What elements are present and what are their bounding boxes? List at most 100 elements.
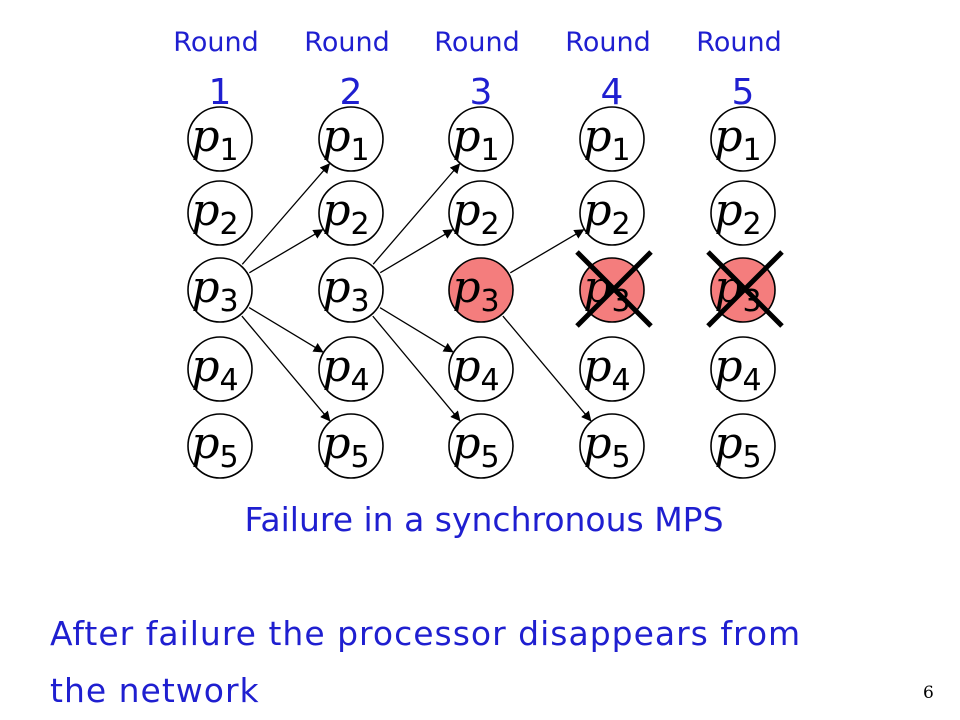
node-label: p2 [322, 185, 369, 242]
node-p3-round-3: p3 [448, 257, 514, 323]
round-label-3: Round [434, 27, 519, 58]
message-arrow-r3-p3-to-p5 [502, 315, 592, 422]
node-label: p4 [714, 341, 761, 398]
message-arrow-r2-p3-to-p5 [372, 315, 461, 422]
round-label-2: Round [304, 27, 389, 58]
node-p4-round-3: p4 [448, 336, 514, 402]
round-number-2: 2 [340, 72, 363, 113]
node-label: p3 [191, 262, 238, 319]
node-p4-round-2: p4 [318, 336, 384, 402]
node-p1-round-1: p1 [187, 106, 253, 172]
node-label: p2 [714, 185, 761, 242]
node-p4-round-5: p4 [710, 336, 776, 402]
node-label: p1 [322, 111, 369, 168]
node-p2-round-3: p2 [448, 180, 514, 246]
page-number: 6 [923, 683, 934, 703]
node-circle [579, 336, 645, 402]
node-label: p2 [191, 185, 238, 242]
node-p2-round-4: p2 [579, 180, 645, 246]
node-label: p4 [322, 341, 369, 398]
message-arrows [241, 163, 592, 422]
node-circle [187, 257, 253, 323]
node-label: p2 [452, 185, 499, 242]
node-circle [448, 336, 514, 402]
node-circle [448, 257, 514, 323]
node-circle [579, 413, 645, 479]
node-circle [710, 106, 776, 172]
node-circle [448, 180, 514, 246]
failure-cross-round-4 [575, 250, 653, 328]
node-circle [187, 106, 253, 172]
node-circle [448, 106, 514, 172]
round-headers: Round 1 Round 2 Round 3 Round 4 Round 5 [173, 27, 781, 113]
node-circle [448, 413, 514, 479]
node-label: p5 [452, 418, 499, 475]
message-arrow-r1-p3-to-p5 [241, 315, 331, 422]
node-circle [710, 180, 776, 246]
node-label: p1 [452, 111, 499, 168]
node-circle [318, 106, 384, 172]
round-label-4: Round [565, 27, 650, 58]
node-p2-round-1: p2 [187, 180, 253, 246]
node-circle [318, 257, 384, 323]
node-p2-round-5: p2 [710, 180, 776, 246]
message-arrow-r3-p3-to-p2 [509, 229, 585, 274]
node-label: p3 [452, 262, 499, 319]
note-line-1: After failure the processor disappears f… [50, 614, 801, 653]
node-circle [710, 413, 776, 479]
node-p5-round-3: p5 [448, 413, 514, 479]
node-p4-round-4: p4 [579, 336, 645, 402]
node-label: p1 [583, 111, 630, 168]
node-label: p1 [191, 111, 238, 168]
node-circle [318, 413, 384, 479]
round-label-1: Round [173, 27, 258, 58]
node-label: p5 [322, 418, 369, 475]
node-p1-round-5: p1 [710, 106, 776, 172]
node-circle [318, 336, 384, 402]
node-p5-round-1: p5 [187, 413, 253, 479]
round-number-4: 4 [601, 72, 624, 113]
node-p1-round-2: p1 [318, 106, 384, 172]
node-p3-round-2: p3 [318, 257, 384, 323]
processor-nodes: p1p2p3p4p5p1p2p3p4p5p1p2p3p4p5p1p2p3p4p5… [187, 106, 776, 479]
node-circle [579, 180, 645, 246]
node-p1-round-3: p1 [448, 106, 514, 172]
node-circle [187, 336, 253, 402]
failure-cross-round-5 [706, 250, 784, 328]
round-number-1: 1 [209, 72, 232, 113]
diagram-caption: Failure in a synchronous MPS [244, 500, 723, 539]
message-arrow-r1-p3-to-p1 [241, 163, 331, 265]
message-arrow-r2-p3-to-p4 [379, 307, 454, 353]
node-p1-round-4: p1 [579, 106, 645, 172]
node-label: p5 [583, 418, 630, 475]
node-p3-round-1: p3 [187, 257, 253, 323]
node-circle [187, 180, 253, 246]
round-label-5: Round [696, 27, 781, 58]
node-circle [579, 106, 645, 172]
node-p5-round-5: p5 [710, 413, 776, 479]
note-line-2: the network [50, 671, 260, 710]
node-circle [710, 336, 776, 402]
node-p5-round-4: p5 [579, 413, 645, 479]
node-label: p2 [583, 185, 630, 242]
node-label: p4 [452, 341, 499, 398]
node-label: p1 [714, 111, 761, 168]
message-arrow-r2-p3-to-p1 [372, 163, 461, 265]
message-arrow-r2-p3-to-p2 [379, 229, 454, 274]
node-p2-round-2: p2 [318, 180, 384, 246]
node-label: p4 [583, 341, 630, 398]
message-arrow-r1-p3-to-p4 [248, 307, 324, 353]
node-circle [318, 180, 384, 246]
round-number-3: 3 [470, 72, 493, 113]
failure-crosses [575, 250, 784, 328]
round-number-5: 5 [732, 72, 755, 113]
node-p5-round-2: p5 [318, 413, 384, 479]
node-label: p5 [714, 418, 761, 475]
node-label: p5 [191, 418, 238, 475]
node-circle [187, 413, 253, 479]
node-label: p4 [191, 341, 238, 398]
message-arrow-r1-p3-to-p2 [248, 229, 324, 274]
node-p4-round-1: p4 [187, 336, 253, 402]
node-label: p3 [322, 262, 369, 319]
